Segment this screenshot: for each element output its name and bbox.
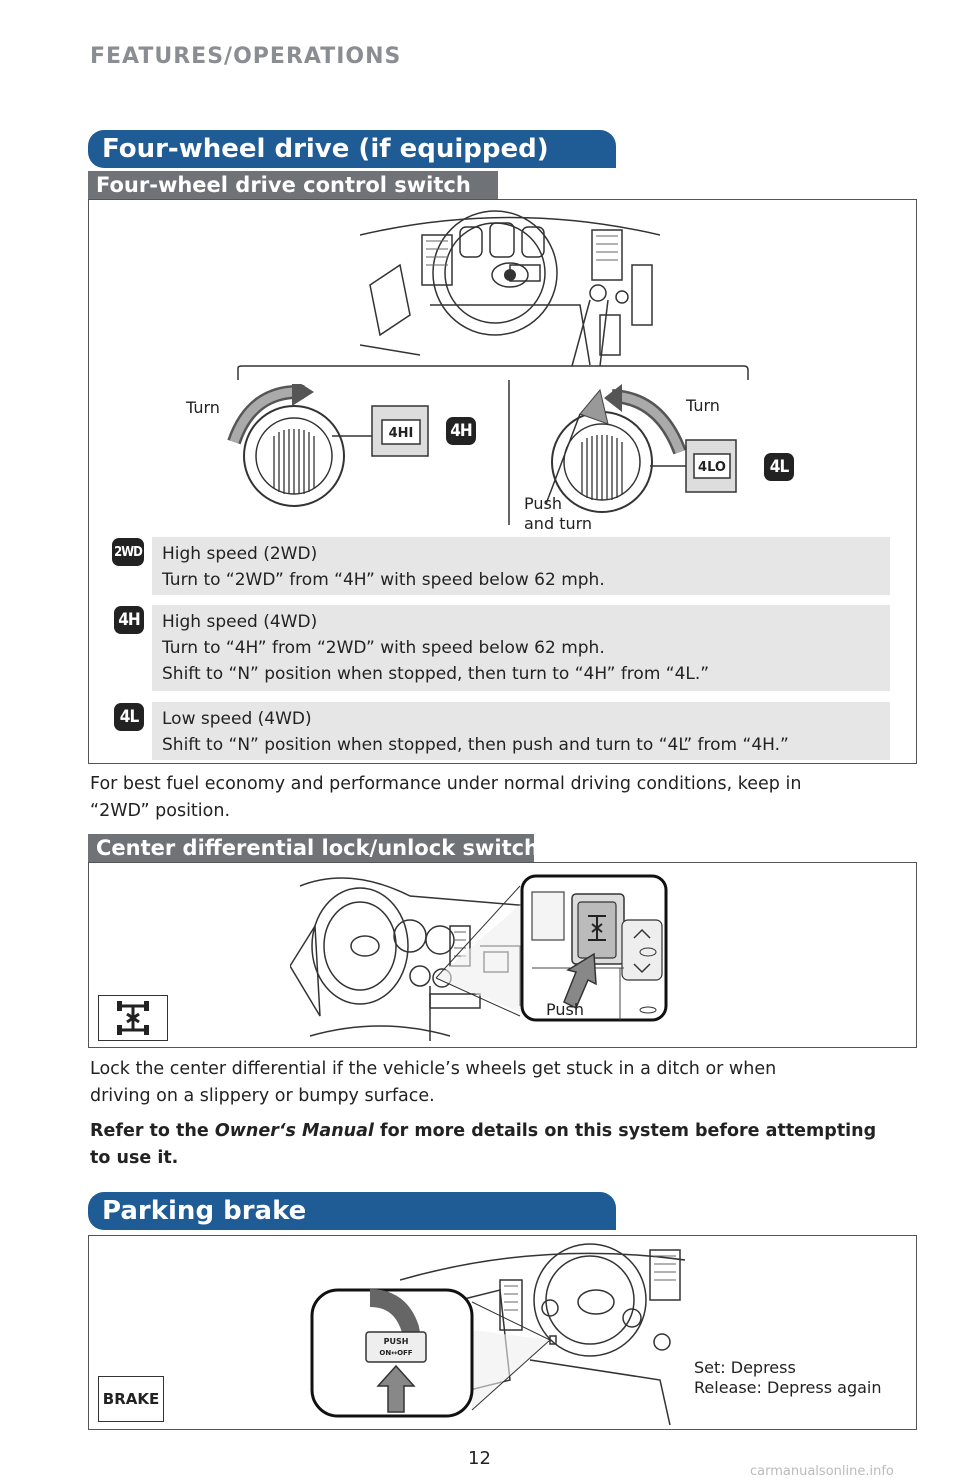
turn-right-label: Turn — [686, 396, 720, 415]
center-diff-refer-line-2: to use it. — [90, 1148, 179, 1168]
four-wheel-drive-title-text: Four-wheel drive (if equipped) — [102, 134, 549, 164]
mode-row-4h-line-1: High speed (4WD) — [162, 612, 318, 632]
bracket-lines — [237, 299, 749, 525]
center-diff-subtitle: Center differential lock/unlock switch — [88, 834, 539, 862]
owners-manual-ref: Owner‘s Manual — [214, 1121, 374, 1141]
parking-brake-title: Parking brake — [88, 1192, 616, 1230]
refer-prefix: Refer to the — [90, 1121, 215, 1141]
mode-row-4h-line-2: Turn to “4H” from “2WD” with speed below… — [162, 638, 605, 658]
fuel-economy-note-line-2: “2WD” position. — [90, 801, 231, 821]
knob-4hi-text: 4HI — [389, 426, 414, 441]
knob-4h-illustration: 4HI — [227, 384, 429, 507]
brake-badge: BRAKE — [98, 1376, 164, 1422]
mode-row-4l: Low speed (4WD) Shift to “N” position wh… — [152, 702, 890, 760]
mode-row-4h-line-3: Shift to “N” position when stopped, then… — [162, 664, 710, 684]
page-number: 12 — [468, 1448, 491, 1469]
badge-4h: 4H — [114, 606, 144, 634]
mode-row-4l-line-1: Low speed (4WD) — [162, 709, 312, 729]
mode-row-4l-line-2: Shift to “N” position when stopped, then… — [162, 735, 789, 755]
parking-brake-interior-illustration — [400, 1243, 686, 1425]
knob-4l-illustration: 4LO — [545, 384, 737, 513]
center-diff-lock-icon — [117, 1001, 149, 1035]
section-header: FEATURES/OPERATIONS — [90, 44, 402, 69]
parking-brake-set-label: Set: Depress — [694, 1358, 796, 1377]
parking-brake-panel — [88, 1235, 917, 1430]
refer-suffix: for more details on this system before a… — [373, 1121, 877, 1141]
brake-badge-text: BRAKE — [102, 1390, 160, 1408]
knob-4lo-text: 4LO — [698, 460, 726, 475]
parking-brake-release-label: Release: Depress again — [694, 1378, 882, 1397]
parking-brake-pedal-zoom: PUSH ON↔OFF — [310, 1288, 474, 1418]
parking-brake-title-text: Parking brake — [102, 1196, 307, 1226]
dashboard-illustration — [360, 205, 660, 365]
four-wheel-drive-subtitle: Four-wheel drive control switch — [88, 171, 498, 199]
center-diff-lock-icon-badge — [98, 995, 168, 1041]
mode-row-4h: High speed (4WD) Turn to “4H” from “2WD”… — [152, 605, 890, 691]
fuel-economy-note-line-1: For best fuel economy and performance un… — [90, 774, 802, 794]
pedal-push-text: PUSH — [384, 1337, 409, 1346]
mode-row-2wd-line-1: High speed (2WD) — [162, 544, 318, 564]
center-diff-push-label: Push — [546, 1000, 584, 1019]
center-diff-body-line-1: Lock the center differential if the vehi… — [90, 1059, 777, 1079]
center-diff-switch-zoom — [520, 874, 668, 1022]
mode-row-2wd: High speed (2WD) Turn to “2WD” from “4H”… — [152, 537, 890, 595]
badge-4l-diagram: 4L — [764, 453, 794, 481]
badge-4l: 4L — [114, 703, 144, 731]
badge-4h-diagram: 4H — [446, 417, 476, 445]
center-diff-refer-line-1: Refer to the Owner‘s Manual for more det… — [90, 1118, 876, 1145]
pedal-on-off-text: ON↔OFF — [379, 1349, 412, 1357]
mode-row-2wd-line-2: Turn to “2WD” from “4H” with speed below… — [162, 570, 605, 590]
badge-2wd: 2WD — [112, 538, 144, 566]
turn-left-label: Turn — [186, 398, 220, 417]
push-and-turn-label-1: Push — [524, 494, 562, 513]
center-diff-body-line-2: driving on a slippery or bumpy surface. — [90, 1086, 435, 1106]
push-and-turn-label-2: and turn — [524, 514, 593, 533]
watermark: carmanualsonline.info — [750, 1464, 894, 1479]
four-wheel-drive-title: Four-wheel drive (if equipped) — [88, 130, 616, 168]
center-diff-interior-illustration — [290, 877, 531, 1041]
